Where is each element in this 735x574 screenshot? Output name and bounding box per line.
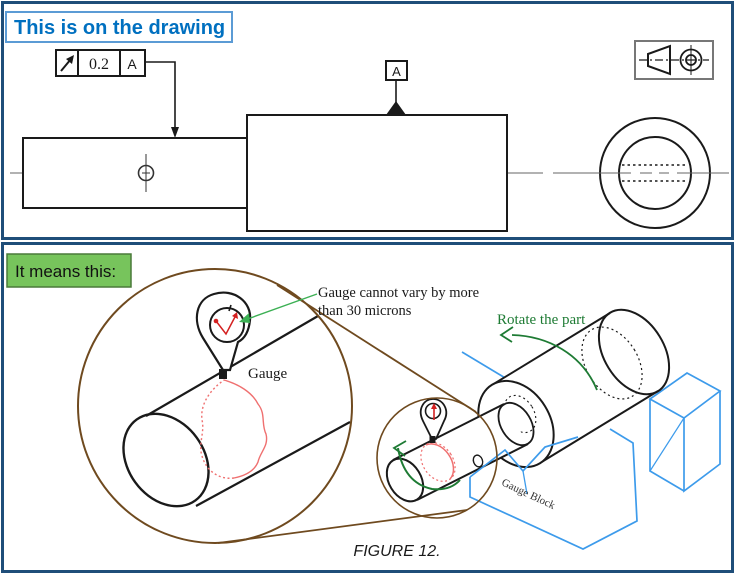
gauge-note-line2: than 30 microns — [318, 303, 412, 319]
center-mark-icon — [137, 154, 155, 192]
shaft-end-view — [553, 117, 729, 229]
part-large-cylinder — [477, 308, 671, 469]
rotate-label: Rotate the part — [497, 312, 586, 328]
rotation-arrow-large — [499, 326, 598, 391]
runout-profile-magnified — [200, 379, 268, 479]
meaning-illustration: Gauge Block Rotate the part — [6, 253, 722, 560]
drawing-title-box: This is on the drawing — [5, 11, 233, 43]
dial-indicator-magnified — [195, 291, 252, 379]
part-small-cylinder — [385, 401, 535, 503]
shaft-small-diameter — [22, 137, 248, 209]
datum-symbol: A — [385, 60, 408, 115]
datum-triangle-icon — [386, 101, 406, 115]
feature-control-frame: 0.2 A — [55, 49, 179, 138]
magnifier-circle-large — [77, 268, 353, 544]
magnified-view: Gauge — [122, 291, 351, 508]
figure-caption: FIGURE 12. — [353, 543, 440, 560]
gauge-note-arrowhead — [239, 313, 250, 323]
dial-indicator-small — [419, 398, 448, 443]
fcf-leader-line — [145, 61, 176, 131]
projection-symbol-icon — [634, 40, 714, 80]
rotation-arrow-small — [392, 440, 461, 491]
gauge-note: Gauge cannot vary by more than 30 micron… — [239, 285, 479, 323]
datum-letter: A — [392, 64, 401, 79]
magnifier-circle-small — [376, 397, 498, 519]
gauge-label: Gauge — [248, 366, 287, 382]
fcf-datum-ref: A — [127, 56, 137, 72]
meaning-title: It means this: — [15, 262, 116, 281]
magnifier-connector-top — [276, 284, 477, 413]
meaning-title-box: It means this: — [6, 253, 132, 288]
drawing-title: This is on the drawing — [14, 17, 225, 39]
runout-section-small — [420, 442, 456, 482]
hole-mark — [472, 454, 484, 468]
circular-runout-icon — [60, 55, 74, 72]
drawing-panel: This is on the drawing 0.2 A — [1, 1, 734, 240]
fcf-tolerance: 0.2 — [89, 56, 109, 73]
shaft-large-diameter — [246, 114, 508, 232]
engineering-drawing: This is on the drawing 0.2 A — [5, 11, 729, 232]
gauge-block-right — [648, 372, 722, 493]
fcf-leader-arrowhead — [171, 127, 179, 138]
magnifier-connector-bottom — [217, 509, 468, 544]
gauge-note-line1: Gauge cannot vary by more — [318, 285, 479, 301]
gauge-block-label: Gauge Block — [500, 477, 558, 512]
meaning-panel: Gauge Block Rotate the part — [1, 242, 734, 573]
gauge-block-left — [469, 428, 638, 550]
